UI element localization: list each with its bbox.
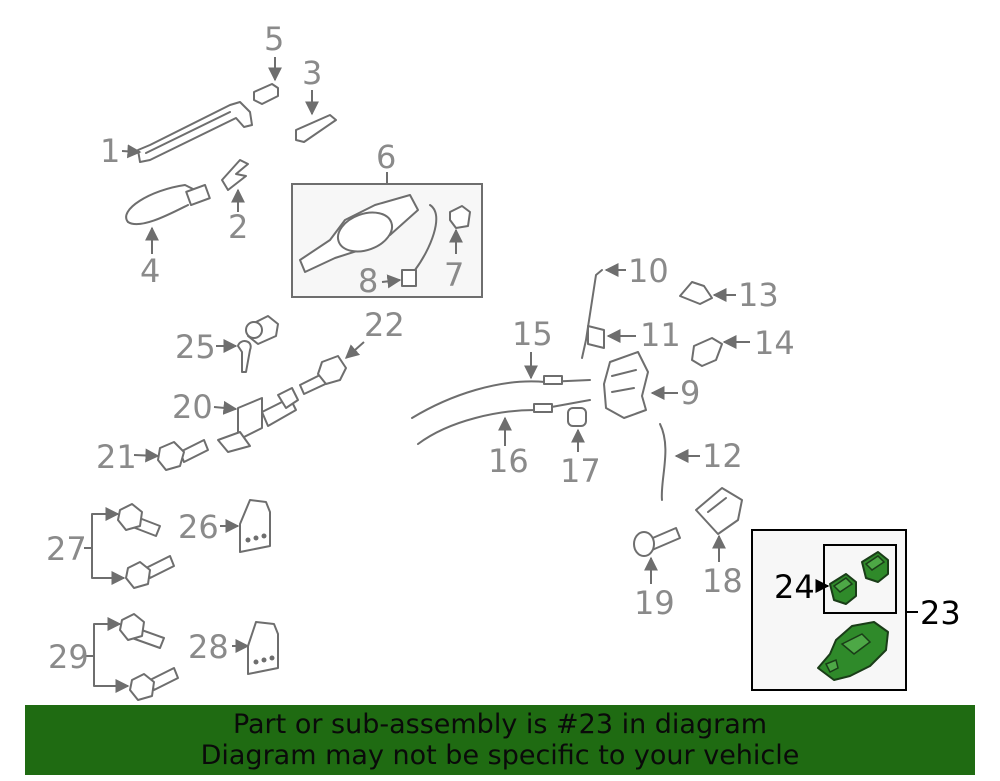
part-18-striker: 18	[695, 487, 743, 600]
part-10-rod: 10	[581, 252, 669, 359]
part-16-cable: 16	[417, 399, 591, 480]
part-15-cable: 15	[411, 315, 591, 419]
label-2: 2	[228, 208, 248, 246]
label-21: 21	[96, 438, 137, 476]
parts-diagram: 1 2 3 5 4 6 8 7	[46, 20, 961, 701]
label-29: 29	[48, 638, 89, 676]
part-1-outside-handle: 1	[100, 101, 253, 170]
label-26: 26	[178, 508, 219, 546]
label-19: 19	[634, 584, 675, 622]
part-14-bracket: 14	[691, 324, 795, 367]
label-11: 11	[640, 316, 681, 354]
label-10: 10	[628, 252, 669, 290]
part-12-rod: 12	[659, 423, 743, 501]
part-5-cap: 5	[253, 20, 284, 105]
part-11-bracket: 11	[587, 316, 681, 354]
label-20: 20	[172, 388, 213, 426]
part-21-bolt: 21	[96, 438, 209, 476]
label-12: 12	[702, 437, 743, 475]
label-5: 5	[264, 20, 284, 58]
label-1: 1	[100, 132, 120, 170]
part-19-screw: 19	[633, 527, 681, 622]
part-3-pad: 3	[295, 54, 337, 143]
banner-line-1: Part or sub-assembly is #23 in diagram	[232, 709, 768, 740]
label-9: 9	[680, 374, 700, 412]
part-23-assembly-highlighted[interactable]: 23 24	[751, 529, 961, 691]
label-7: 7	[444, 256, 464, 294]
part-9-latch: 9	[603, 351, 700, 419]
label-18: 18	[702, 562, 743, 600]
label-3: 3	[302, 54, 322, 92]
part-13-bracket: 13	[679, 276, 779, 314]
label-13: 13	[738, 276, 779, 314]
part-28-hinge-plate: 28	[188, 621, 279, 675]
part-20-hinge: 20	[172, 387, 299, 453]
part-29-bolts: 29	[48, 613, 179, 701]
part-17-bushing: 17	[560, 407, 601, 490]
part-22-bolt: 22	[299, 306, 405, 395]
part-6-inside-handle-box: 6 8 7	[291, 138, 483, 300]
part-4-frame: 4	[125, 184, 211, 290]
banner-line-2: Diagram may not be specific to your vehi…	[200, 740, 800, 771]
part-24-clip-green	[829, 551, 889, 605]
label-24: 24	[774, 568, 815, 606]
label-22: 22	[364, 306, 405, 344]
part-23-latch-green	[817, 621, 889, 681]
label-23: 23	[920, 594, 961, 632]
label-28: 28	[188, 628, 229, 666]
label-4: 4	[140, 252, 160, 290]
label-8: 8	[358, 262, 378, 300]
part-26-hinge-plate: 26	[178, 499, 271, 553]
info-banner: Part or sub-assembly is #23 in diagram D…	[25, 705, 975, 775]
part-2-clip: 2	[221, 159, 249, 246]
label-27: 27	[46, 530, 87, 568]
part-27-bolts: 27	[46, 503, 175, 589]
label-15: 15	[512, 315, 553, 353]
label-6: 6	[376, 138, 396, 176]
label-16: 16	[488, 442, 529, 480]
label-17: 17	[560, 452, 601, 490]
label-14: 14	[754, 324, 795, 362]
part-25-key-cylinder: 25	[175, 315, 279, 373]
label-25: 25	[175, 328, 216, 366]
